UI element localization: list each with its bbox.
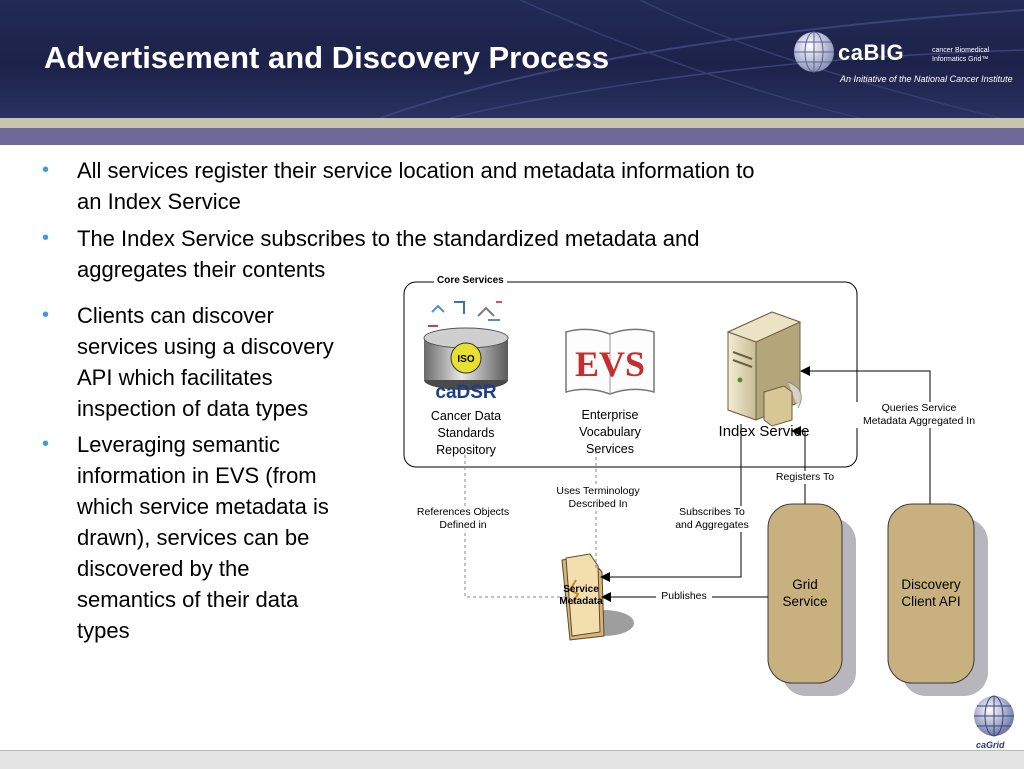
queries-service-label-line: Metadata Aggregated In: [862, 415, 976, 427]
bullet-line: Leveraging semantic: [77, 432, 281, 457]
grid-service-label-line: Grid: [792, 577, 818, 592]
subscribes-to-arrow: [600, 424, 742, 582]
evs-brand: EVS: [575, 344, 645, 384]
uses-terminology-label-line: Uses Terminology: [556, 485, 640, 497]
evs-label-line: Vocabulary: [579, 425, 641, 439]
evs-label-line: Services: [586, 442, 634, 456]
logo-subtext: cancer Biomedical Informatics Grid™: [932, 47, 990, 63]
index-service-server-icon: [726, 311, 802, 427]
cadsr-brand: caDSR: [435, 382, 497, 403]
subscribes-to-label-line: and Aggregates: [675, 519, 749, 531]
references-objects-label-line: Defined in: [439, 519, 487, 531]
bullet-line: services using a discovery: [77, 334, 334, 359]
cadsr-icon: ISO caDSR: [423, 301, 509, 403]
logo-wordmark: caBIG: [838, 40, 905, 65]
subscribes-to-label-line: Subscribes To: [679, 506, 745, 518]
registers-to-label: Registers To: [764, 471, 846, 484]
queries-service-label-line: Queries Service: [881, 402, 957, 414]
cadsr-label-line: Cancer Data: [430, 409, 502, 423]
bullet-dot: •: [42, 433, 50, 455]
header-band-dark: [0, 128, 1024, 145]
service-metadata-label-line: Service: [563, 584, 599, 595]
cabig-logo: caBIG cancer Biomedical Informatics Grid…: [790, 28, 1013, 88]
grid-service-label: Grid Service: [768, 576, 842, 610]
bullet-line: Clients can discover: [77, 303, 274, 328]
header-decoration: [379, 0, 1024, 118]
header-band-light: [0, 118, 1024, 128]
subscribes-to-label: Subscribes To and Aggregates: [664, 506, 760, 532]
service-metadata-icon: [561, 553, 634, 641]
bullet-line: which service metadata is: [77, 494, 329, 519]
bullet-dot: •: [42, 304, 50, 326]
grid-service-label-line: Service: [782, 594, 828, 609]
references-objects-label: References Objects Defined in: [406, 506, 520, 532]
cagrid-globe-icon: [974, 695, 1014, 737]
bullet-line: The Index Service subscribes to the stan…: [77, 226, 700, 251]
logo-tagline: An Initiative of the National Cancer Ins…: [840, 74, 1013, 84]
bullet-line: discovered by the: [77, 556, 250, 581]
discovery-client-label-line: Client API: [901, 594, 961, 609]
bullet-line: types: [77, 618, 130, 643]
evs-label: Enterprise Vocabulary Services: [560, 407, 660, 458]
slide-footer: [0, 750, 1024, 769]
publishes-label: Publishes: [656, 590, 712, 603]
references-objects-label-line: References Objects: [416, 506, 510, 518]
uses-terminology-label: Uses Terminology Described In: [544, 485, 652, 511]
bullet-line: inspection of data types: [77, 396, 309, 421]
cadsr-label-line: Repository: [436, 443, 496, 457]
discovery-client-label-line: Discovery: [901, 577, 961, 592]
slide-title: Advertisement and Discovery Process: [44, 40, 610, 75]
cadsr-label-line: Standards: [437, 426, 495, 440]
service-metadata-label: Service Metadata: [550, 584, 612, 608]
bullet-line: drawn), services can be: [77, 525, 310, 550]
bullet-line: information in EVS (from: [77, 463, 317, 488]
core-services-label: Core Services: [434, 275, 507, 287]
bullet-line: aggregates their contents: [77, 257, 326, 282]
cadsr-badge: ISO: [457, 354, 474, 365]
discovery-client-label: Discovery Client API: [888, 576, 974, 610]
discovery-client-node: [887, 503, 975, 684]
bullet-line: an Index Service: [77, 189, 241, 214]
index-service-label: Index Service: [718, 423, 810, 440]
cadsr-label: Cancer Data Standards Repository: [415, 408, 517, 459]
bullet-line: semantics of their data: [77, 587, 299, 612]
cagrid-logo-text: caGrid: [976, 740, 1005, 750]
globe-icon: [794, 31, 834, 73]
evs-label-line: Enterprise: [581, 408, 639, 422]
queries-service-arrow: [800, 366, 931, 504]
queries-service-label: Queries Service Metadata Aggregated In: [850, 402, 988, 428]
service-metadata-label-line: Metadata: [559, 596, 603, 607]
slide-header: Advertisement and Discovery Process caBI…: [0, 0, 1024, 118]
bullet-line: All services register their service loca…: [77, 158, 755, 183]
bullet-dot: •: [42, 159, 50, 181]
bullet-dot: •: [42, 227, 50, 249]
bullet-line: API which facilitates: [77, 365, 273, 390]
uses-terminology-label-line: Described In: [568, 498, 628, 510]
evs-icon: EVS: [565, 328, 655, 395]
